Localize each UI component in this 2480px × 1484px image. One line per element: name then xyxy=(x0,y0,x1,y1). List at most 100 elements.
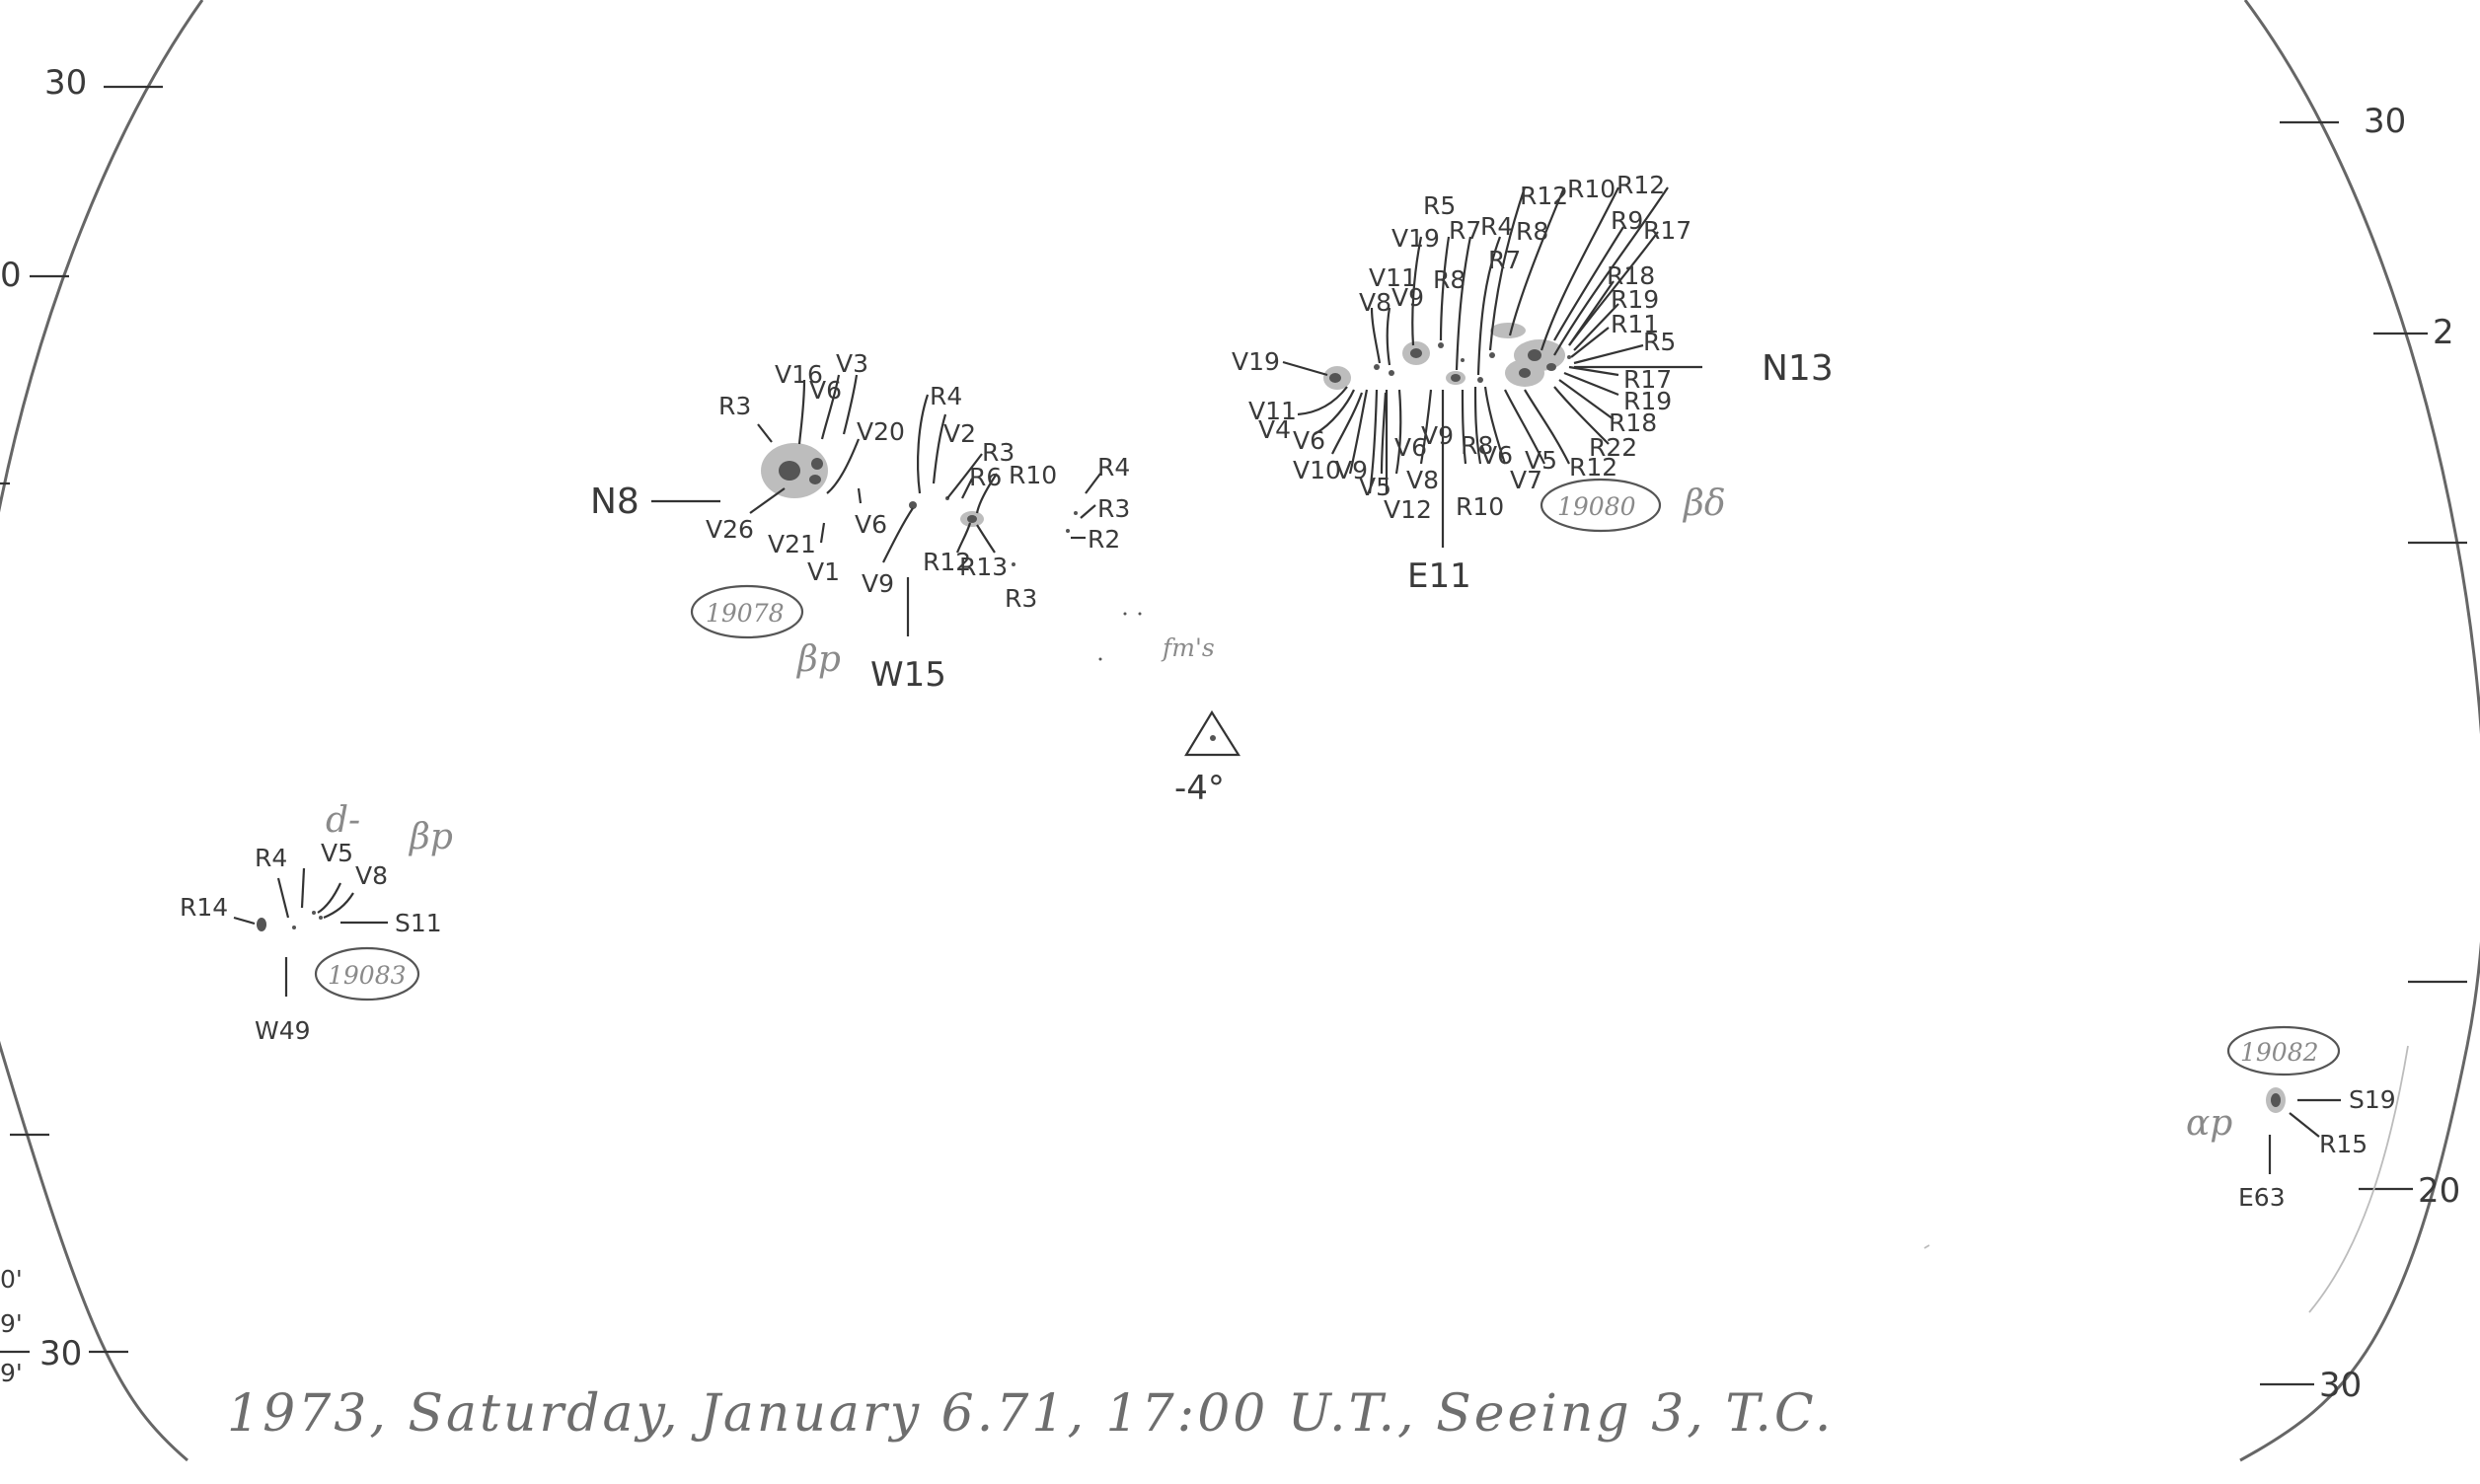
group-19083-class: βp xyxy=(408,817,453,857)
group-19078-ns: N8 xyxy=(590,482,639,522)
pencil-guide xyxy=(2308,1045,2409,1313)
pore xyxy=(312,911,316,915)
spot-label: V6 xyxy=(1480,441,1513,470)
spot-label: V9 xyxy=(1391,283,1424,312)
spot-label: V6 xyxy=(1293,426,1325,455)
spot-label: R8 xyxy=(1433,265,1465,294)
group-19082-ew: E63 xyxy=(2238,1183,2286,1212)
group-19083-number: 19083 xyxy=(328,961,407,990)
scale-label-right-upper: 2 xyxy=(2433,313,2454,352)
spot-label: R4 xyxy=(255,844,287,872)
pore xyxy=(1074,511,1078,515)
spot-label: V8 xyxy=(355,861,388,890)
latitude-ticks xyxy=(0,85,2467,1386)
spot-label: R10 xyxy=(1009,461,1057,489)
spot-label: R8 xyxy=(1461,431,1493,460)
group-19083-ns: S11 xyxy=(395,909,442,937)
umbra xyxy=(1410,348,1422,358)
group-19080-number: 19080 xyxy=(1557,492,1636,521)
spot-label: V26 xyxy=(706,515,754,544)
pore xyxy=(1477,377,1483,383)
group-number-oval xyxy=(314,946,420,1002)
spot-label: R7 xyxy=(1449,216,1481,245)
sunspot-group-19078: N8 W15 R3 V16 V3 V6 V20 V6 V26 V21 V1 R4… xyxy=(590,349,1130,695)
faculae-note: fm's xyxy=(1161,633,1215,662)
spot-label: R5 xyxy=(1423,191,1456,220)
spot-label: V16 xyxy=(775,360,823,389)
spot-label: R14 xyxy=(180,893,228,922)
spot-label: R4 xyxy=(1480,212,1513,241)
spot-label: R10 xyxy=(1567,175,1616,203)
group-number-oval xyxy=(690,584,804,639)
spot-label: R9 xyxy=(1611,206,1643,235)
group-19078-ew: W15 xyxy=(870,655,946,695)
spot-label: V5 xyxy=(321,839,353,867)
pore xyxy=(1123,612,1127,616)
solar-limb-left xyxy=(0,0,204,1462)
spot-label: R13 xyxy=(959,553,1008,581)
group-19080-class: βδ xyxy=(1682,483,1726,524)
pore xyxy=(1012,562,1015,566)
spot-label: R6 xyxy=(969,463,1002,491)
group-19082-number: 19082 xyxy=(2240,1038,2319,1067)
spot-label: R12 xyxy=(1520,182,1568,210)
spot-label: R4 xyxy=(1097,453,1130,482)
umbra xyxy=(2271,1093,2281,1107)
spot-label: V8 xyxy=(1359,288,1391,317)
spot-label: R12 xyxy=(923,548,971,576)
spot-label: R17 xyxy=(1623,365,1672,394)
group-19078-number: 19078 xyxy=(706,599,785,628)
scale-label-top-right: 30 xyxy=(2364,102,2406,141)
group-19078-class: βp xyxy=(795,639,841,680)
spot-label: R4 xyxy=(930,382,962,410)
umbra xyxy=(967,515,977,523)
pore xyxy=(292,926,296,929)
pore xyxy=(1374,364,1380,370)
spot-label: R19 xyxy=(1623,387,1672,415)
edge-fragment: 0' xyxy=(0,1265,23,1294)
spot-dot xyxy=(909,501,917,509)
edge-fragment: 9' xyxy=(0,1309,23,1338)
spot-label: V3 xyxy=(836,349,868,378)
group-19083-ew: W49 xyxy=(255,1016,311,1045)
spot-label: R2 xyxy=(1088,525,1120,554)
spot-label: V10 xyxy=(1293,456,1341,484)
group-19080-ns: N13 xyxy=(1762,348,1834,389)
spot-label: V5 xyxy=(1525,446,1557,475)
sunspot-group-19083: S11 W49 R14 R4 V5 V8 19083 d- βp xyxy=(180,800,453,1045)
sunspot-group-19082: S19 R15 E63 19082 αp xyxy=(2186,1025,2396,1212)
center-dot xyxy=(1210,735,1216,741)
spot-label: R5 xyxy=(1643,328,1676,356)
spot-label: R19 xyxy=(1611,285,1659,314)
spot-label: R12 xyxy=(1616,171,1665,199)
triangle-icon xyxy=(1184,709,1240,757)
pore xyxy=(1567,355,1571,359)
umbra xyxy=(257,918,266,931)
spot-label: V9 xyxy=(1421,421,1454,450)
spot-label: R18 xyxy=(1607,261,1655,290)
spot-label: R11 xyxy=(1611,310,1659,338)
pore xyxy=(1461,358,1465,362)
sunspot-group-19080: N13 E11 R5 R12 R10 R12 V19 R7 R4 R8 R9 R… xyxy=(1232,171,1834,596)
scale-label-right-mid: 20 xyxy=(2418,1171,2460,1211)
pore xyxy=(1489,352,1495,358)
spot-label: R8 xyxy=(1516,217,1548,246)
spot-label: V1 xyxy=(807,557,840,586)
spot-label: V9 xyxy=(862,569,894,598)
penumbra xyxy=(1490,323,1526,338)
spot-label: V6 xyxy=(809,376,842,405)
pore xyxy=(1389,370,1394,376)
group-number-oval xyxy=(1540,478,1662,533)
spot-label: V19 xyxy=(1391,224,1440,253)
scale-label-bottom-left: 30 xyxy=(39,1334,82,1373)
pore xyxy=(319,916,323,920)
spot-label: R3 xyxy=(982,438,1015,467)
umbra xyxy=(1528,349,1541,361)
pore xyxy=(1066,529,1070,533)
spot-label: V9 xyxy=(1335,456,1368,484)
spot-label: R3 xyxy=(718,392,751,420)
spot-label: V21 xyxy=(768,530,816,558)
umbra xyxy=(811,458,823,470)
umbra xyxy=(1546,363,1556,371)
